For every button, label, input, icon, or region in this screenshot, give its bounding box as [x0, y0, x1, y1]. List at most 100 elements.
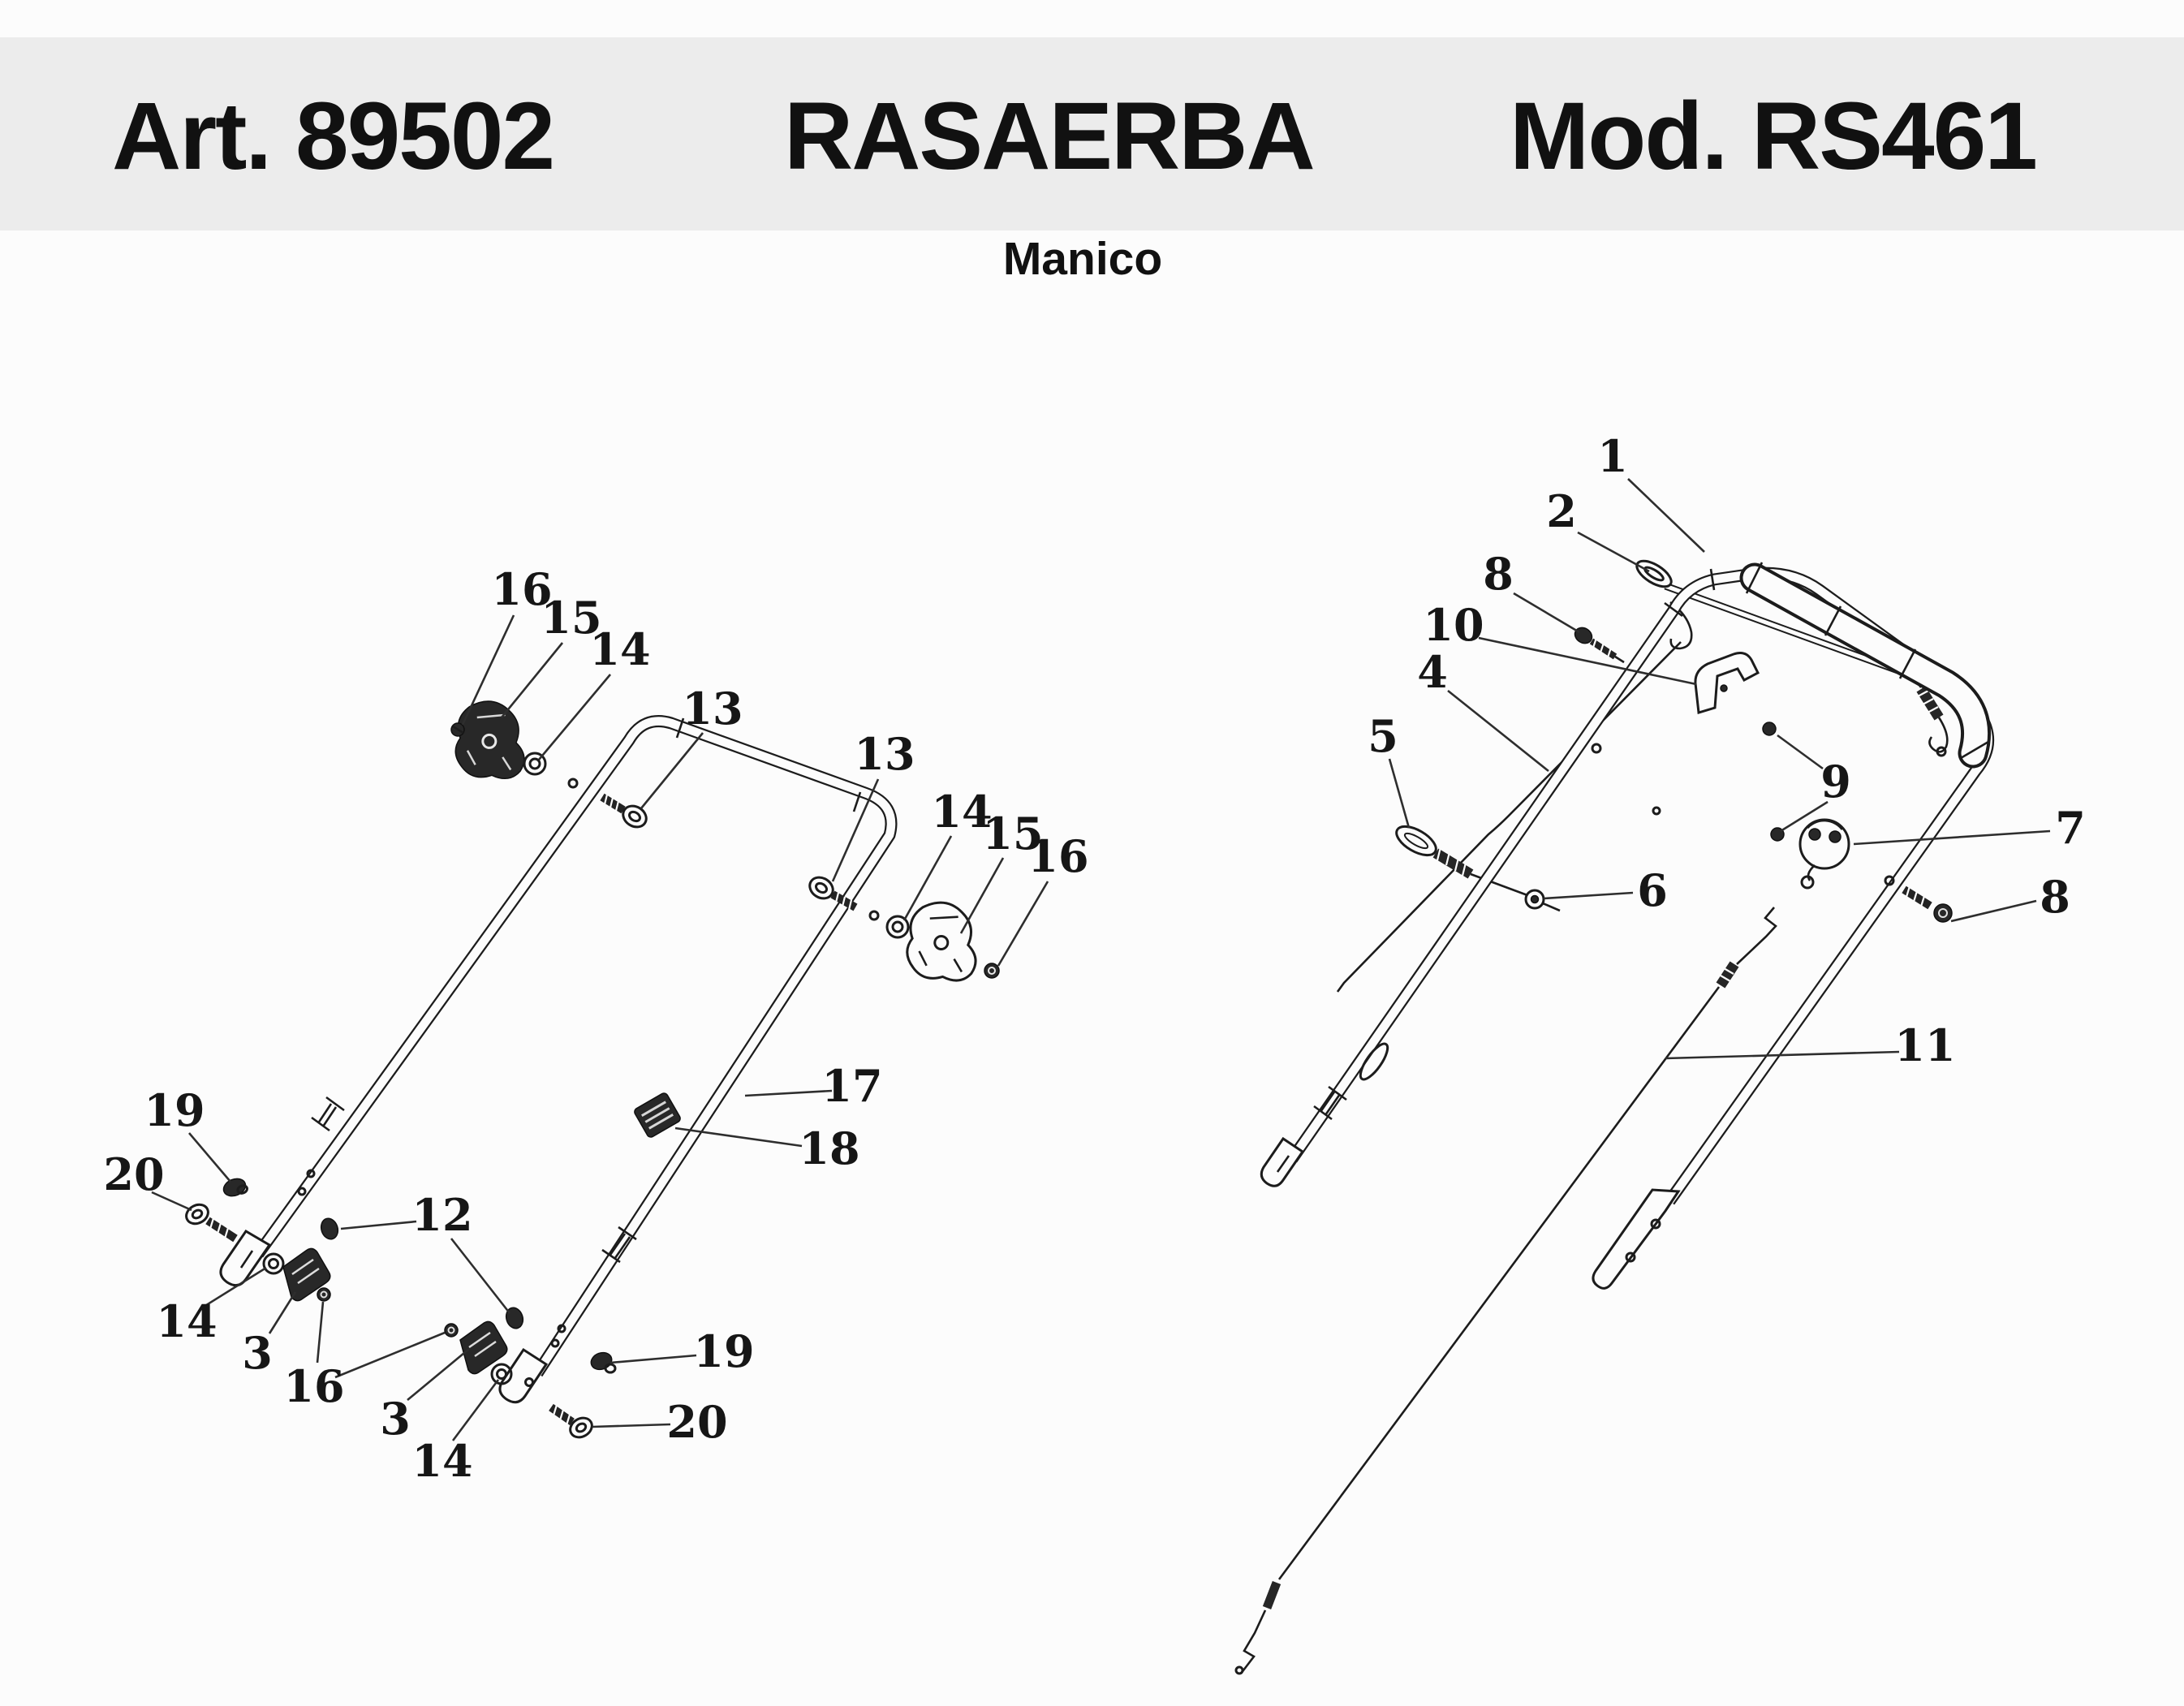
tube-rivet	[1652, 806, 1661, 816]
nut-9-lower	[1770, 827, 1785, 842]
part-callout-19-18: 19	[693, 1325, 754, 1377]
part-callout-15-6: 15	[982, 808, 1043, 859]
leader-line-part-16	[334, 1331, 446, 1379]
leader-line-part-11	[1665, 1050, 1900, 1060]
part-callout-14-2: 14	[589, 623, 650, 675]
leader-line-part-14	[902, 835, 953, 921]
nut-9-upper	[1762, 722, 1777, 736]
leader-line-part-1	[1627, 478, 1705, 553]
screw-8-upper	[1574, 627, 1625, 664]
nut-19-left	[222, 1178, 248, 1197]
leader-line-part-19	[610, 1354, 697, 1364]
tube-end-hole	[524, 1377, 534, 1387]
leader-line-part-7	[1853, 829, 2051, 846]
part-callout-3-14: 3	[242, 1327, 273, 1379]
grommet-12-right	[505, 1307, 524, 1329]
clamp-3-right	[459, 1320, 508, 1375]
leader-line-part-19	[188, 1132, 231, 1183]
part-callout-7-27: 7	[2055, 802, 2086, 854]
callout-layer: 1615141313141516171812192014316314192012…	[103, 430, 2085, 1487]
leader-line-part-14	[203, 1266, 267, 1308]
tube-hole-left-leg	[1591, 743, 1602, 754]
leader-line-part-15	[500, 642, 564, 718]
leader-line-part-12	[340, 1220, 417, 1230]
cam-knob-7	[1798, 818, 1850, 890]
leader-line-part-20	[592, 1423, 671, 1428]
part-callout-14-17: 14	[411, 1435, 472, 1487]
washer-14-bottomleft	[262, 1252, 285, 1275]
part-callout-12-10: 12	[411, 1189, 472, 1241]
leader-line-part-13	[640, 732, 704, 809]
clip-18	[634, 1092, 681, 1138]
leader-line-part-3	[407, 1347, 470, 1402]
cable-nut-6	[1524, 889, 1545, 910]
leader-line-part-9	[1780, 800, 1829, 833]
bolt-20-right	[549, 1403, 593, 1439]
upper-handle-diagram	[1234, 559, 1995, 1675]
part-callout-16-7: 16	[1027, 830, 1088, 882]
part-callout-13-3: 13	[682, 683, 743, 735]
part-callout-18-9: 18	[799, 1122, 859, 1174]
leader-line-part-20	[151, 1191, 192, 1212]
upper-tube-end-right	[1592, 1188, 1681, 1290]
leader-line-part-4	[1447, 689, 1549, 773]
model-number: Mod. RS461	[1510, 83, 2038, 190]
tube-end-left	[219, 1229, 272, 1287]
control-cable-11	[1234, 907, 1777, 1675]
part-callout-2-21: 2	[1546, 485, 1577, 537]
part-callout-14-5: 14	[931, 786, 992, 838]
nut-16-bottomleft	[317, 1287, 331, 1302]
leader-line-part-8	[1513, 592, 1580, 634]
part-callout-19-11: 19	[144, 1084, 205, 1136]
washer-14-topleft	[523, 752, 547, 776]
part-callout-6-28: 6	[1637, 864, 1668, 916]
knob-15-left	[454, 700, 525, 780]
leader-line-part-10	[1478, 636, 1697, 686]
upper-tube-sleeve-marks	[1313, 568, 1716, 1121]
leader-line-part-13	[831, 778, 880, 882]
diagram-subtitle: Manico	[1002, 233, 1163, 285]
foam-grip	[1739, 562, 1991, 769]
leader-line-part-16	[316, 1301, 325, 1364]
lower-handle-diagram	[185, 700, 1000, 1439]
bolt-20-left	[185, 1203, 238, 1243]
leader-line-part-16	[997, 881, 1049, 967]
brake-cable-4	[1336, 641, 1682, 993]
product-name: RASAERBA	[784, 83, 1316, 190]
nut-16-bottomright	[444, 1323, 459, 1338]
spring-5	[1395, 825, 1561, 912]
bolt-13-left	[600, 793, 648, 829]
part-callout-11-30: 11	[1894, 1019, 1955, 1071]
part-callout-4-24: 4	[1417, 646, 1448, 698]
screw-8-lower	[1884, 875, 1953, 923]
clamp-3-left	[282, 1247, 331, 1302]
brake-bail-2	[1635, 559, 1949, 757]
part-callout-17-8: 17	[821, 1060, 882, 1112]
tube-sleeve-marks	[311, 717, 862, 1264]
part-callout-10-23: 10	[1423, 599, 1484, 651]
leader-line-part-16	[461, 614, 515, 726]
cable-clamp-10	[1694, 652, 1760, 714]
part-callout-20-19: 20	[666, 1396, 727, 1448]
part-callout-3-16: 3	[380, 1393, 411, 1445]
leader-line-part-8	[1950, 899, 2037, 923]
leader-line-part-3	[268, 1291, 297, 1334]
leader-line-part-12	[450, 1238, 511, 1314]
article-number: Art. 89502	[112, 83, 555, 190]
part-callout-8-22: 8	[1483, 548, 1514, 600]
leader-line-part-17	[744, 1089, 833, 1097]
tube-slot	[1359, 1042, 1389, 1081]
part-callout-14-13: 14	[156, 1295, 217, 1347]
part-callout-16-15: 16	[283, 1360, 344, 1412]
leader-line-part-14	[451, 1379, 500, 1441]
part-callout-15-1: 15	[541, 592, 601, 644]
tube-holes	[297, 778, 880, 1348]
part-callout-16-0: 16	[491, 563, 552, 615]
leader-line-part-18	[674, 1127, 803, 1148]
part-callout-13-4: 13	[854, 728, 915, 780]
part-callout-1-20: 1	[1597, 430, 1628, 482]
leader-line-part-15	[959, 857, 1005, 934]
upper-tube-end-left	[1260, 1136, 1305, 1187]
